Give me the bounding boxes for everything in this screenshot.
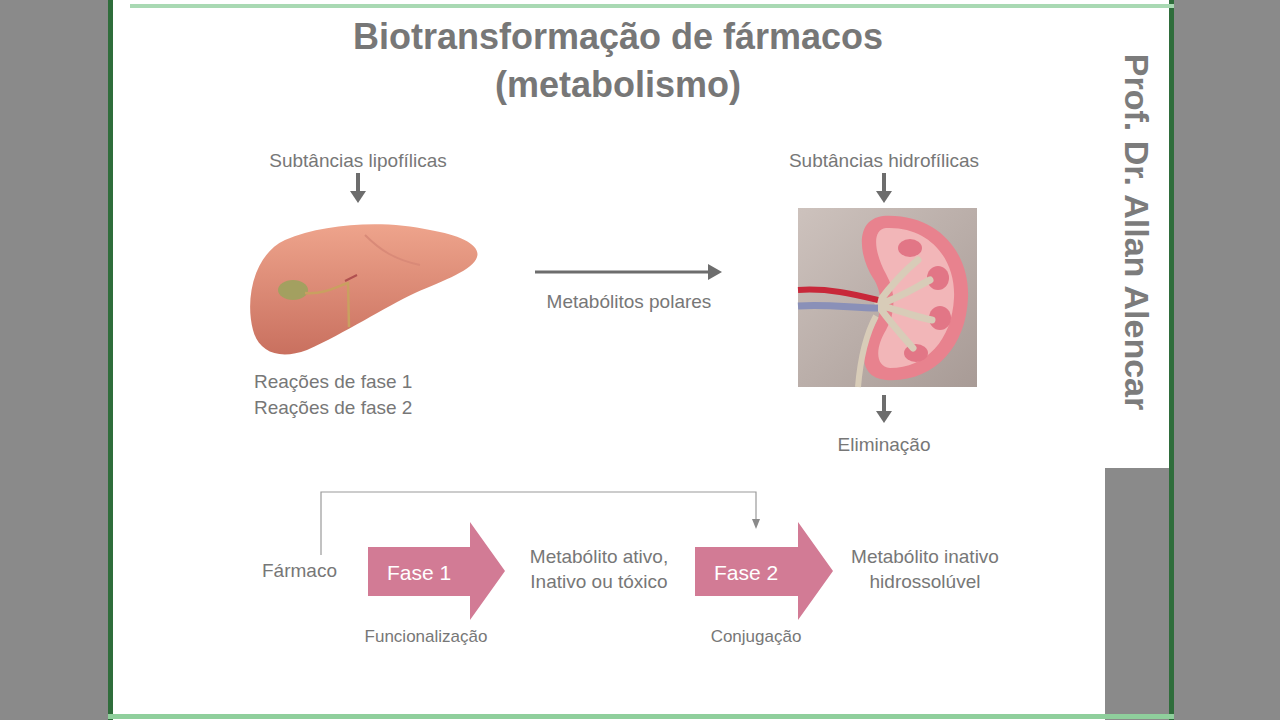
metabolite-label: Metabólito inativo hidrossolúvel [830,544,1020,594]
liver-illustration [250,224,477,354]
flow-arrow [535,264,722,280]
kidney-illustration [798,208,977,387]
arrow-label: Fase 1 [387,559,451,586]
phase-caption: Funcionalização [365,626,488,648]
drug-label-wrap: Fármaco [262,558,337,583]
metabolite-label-wrap: Metabólito ativo, Inativo ou tóxico [509,544,689,594]
kidney-arrow-out [876,395,892,423]
node-text: Reações de fase 2 [254,395,412,420]
node-heading-wrap: Subtâncias lipofílicas [245,148,471,173]
arrow-label-wrap: Fase 2 [695,559,797,586]
node-heading: Subtâncias lipofílicas [269,148,446,173]
frame-bottom [108,714,1174,719]
node-text-wrap: Reações de fase 1 [254,369,524,394]
frame-right [1169,0,1174,720]
node-text: Reações de fase 1 [254,369,412,394]
arrow-label-wrap: Fase 1 [368,559,470,586]
liver-figure: Subtâncias lipofílicasReações de fase 1R… [245,145,535,420]
metabolite-label: Metabólito ativo, Inativo ou tóxico [509,544,689,594]
arrow-label: Fase 2 [714,559,778,586]
frame-top [130,4,1174,8]
phase-caption: Conjugação [711,626,802,648]
author-credit: Prof. Dr. Allan Alencar [1117,54,1157,410]
author-credit-wrap: Prof. Dr. Allan Alencar [1117,12,1157,452]
node-heading-wrap: Subtâncias hidrofílicas [722,148,1046,173]
node-text-wrap: Reações de fase 2 [254,395,524,420]
phase-caption-wrap: Conjugação [676,626,836,648]
arrow-line [535,271,710,274]
liver-arrow [350,173,366,203]
metabolite-label-wrap: Metabólito inativo hidrossolúvel [830,544,1020,594]
arrow-fill [695,522,833,620]
arrow-fill [368,522,505,620]
kidney-figure: Subtâncias hidrofílicasEliminação [722,145,1046,460]
phase-arrow: Fase 2 Conjugação [695,522,833,650]
slide-title-wrap: Biotransformação de fármacos (metabolism… [298,13,938,109]
node-text: Eliminação [838,432,931,457]
phase-arrow: Fase 1 Funcionalização [368,522,505,650]
bracket-line [321,492,760,555]
node-text-wrap: Eliminação [722,432,1046,457]
frame-left [108,0,113,720]
slide-title: Biotransformação de fármacos (metabolism… [298,13,938,109]
slide-ground [112,0,1172,720]
edge-label: Metabólitos polares [543,290,716,314]
node-heading: Subtâncias hidrofílicas [789,148,979,173]
kidney-arrow-in [876,173,892,203]
drug-label: Fármaco [262,558,337,583]
edge-label-wrap: Metabólitos polares [479,290,779,314]
phase-caption-wrap: Funcionalização [346,626,506,648]
arrow-head [708,264,722,280]
side-strip [1105,468,1170,720]
